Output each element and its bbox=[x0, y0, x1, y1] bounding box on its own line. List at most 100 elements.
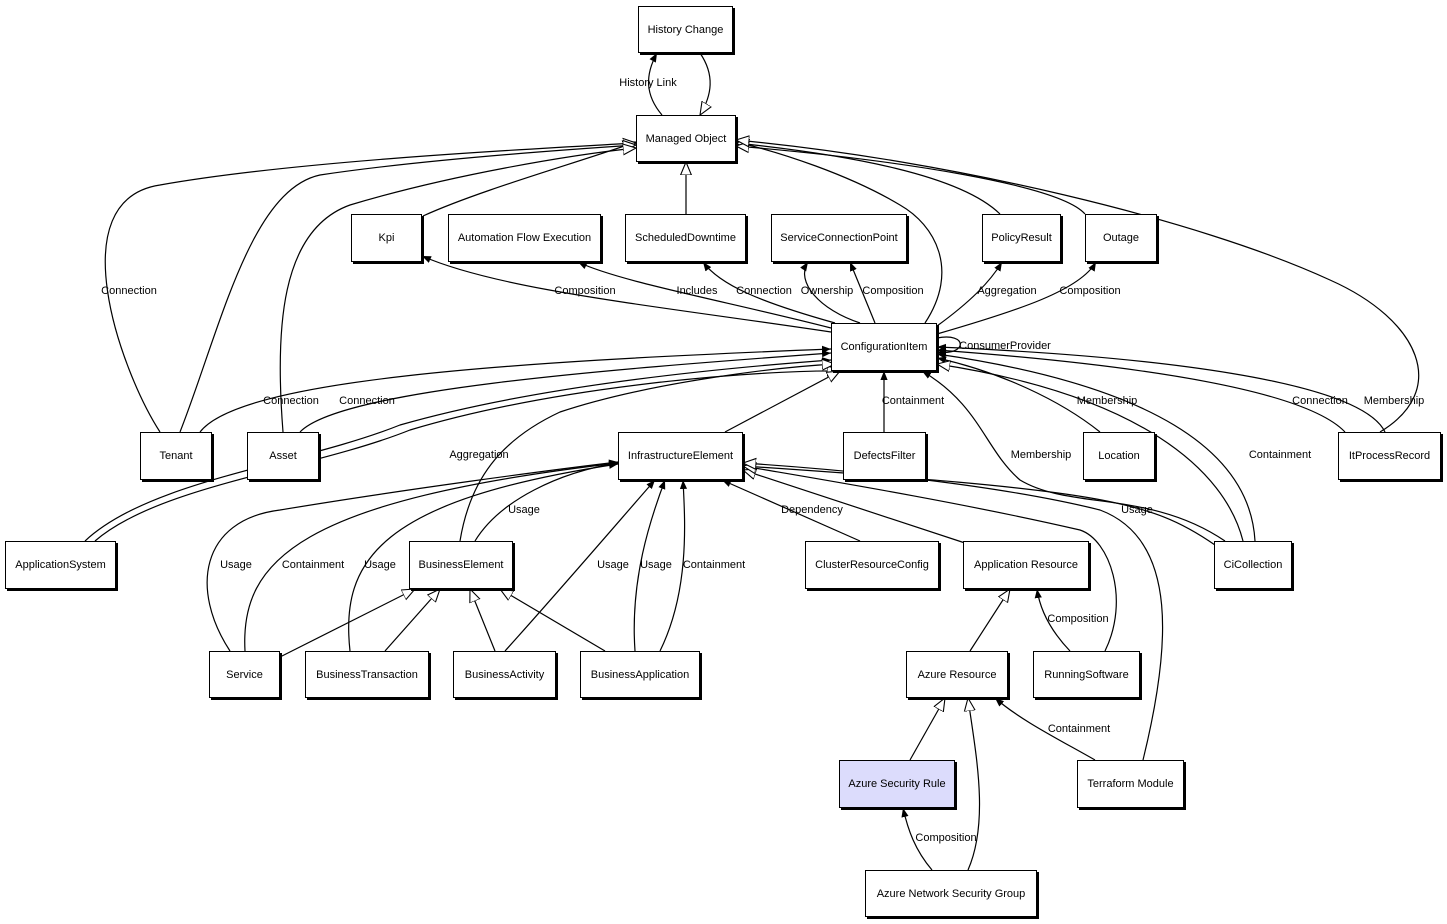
edge-business-transaction-to-infrastructure-element bbox=[348, 461, 619, 652]
node-label: Automation Flow Execution bbox=[457, 232, 592, 244]
edge-configuration-item-to-automation-flow-execution bbox=[577, 261, 832, 329]
edge-infrastructure-element-to-configuration-item bbox=[724, 371, 840, 433]
edge-label: Includes bbox=[676, 285, 718, 297]
edge-azure-network-security-group-to-azure-security-rule bbox=[901, 807, 933, 871]
edge-azure-network-security-group-to-azure-resource bbox=[968, 698, 981, 871]
node-managed-object[interactable]: Managed Object bbox=[636, 115, 736, 162]
edge-label: Usage bbox=[597, 559, 629, 571]
node-label: BusinessApplication bbox=[590, 668, 690, 681]
edge-label: ConsumerProvider bbox=[959, 340, 1051, 352]
edge-label: Connection bbox=[339, 395, 395, 407]
node-label: Application Resource bbox=[974, 559, 1078, 571]
node-label: Azure Security Rule bbox=[848, 778, 946, 790]
node-infrastructure-element[interactable]: InfrastructureElement bbox=[618, 432, 743, 480]
node-location[interactable]: Location bbox=[1083, 432, 1155, 480]
node-label: ClusterResourceConfig bbox=[815, 559, 929, 571]
node-ci-collection[interactable]: CiCollection bbox=[1214, 541, 1292, 589]
node-label: Tenant bbox=[159, 450, 193, 462]
node-label: ConfigurationItem bbox=[840, 341, 928, 353]
edge-label: Membership bbox=[1076, 395, 1138, 407]
node-business-application[interactable]: BusinessApplication bbox=[580, 651, 700, 698]
edge-business-activity-to-infrastructure-element bbox=[504, 479, 656, 652]
edge-label: Usage bbox=[220, 559, 252, 571]
node-automation-flow-execution[interactable]: Automation Flow Execution bbox=[448, 214, 601, 262]
edge-label: Composition bbox=[1047, 613, 1109, 625]
edge-application-resource-to-infrastructure-element bbox=[743, 470, 966, 544]
node-business-activity[interactable]: BusinessActivity bbox=[453, 651, 556, 698]
edge-label: Usage bbox=[1121, 504, 1153, 516]
edge-label: Membership bbox=[1363, 395, 1425, 407]
edge-label: Aggregation bbox=[449, 449, 509, 461]
node-it-process-record[interactable]: ItProcessRecord bbox=[1338, 432, 1441, 480]
edge-business-element-to-configuration-item bbox=[459, 364, 835, 542]
node-policy-result[interactable]: PolicyResult bbox=[982, 214, 1061, 262]
node-outage[interactable]: Outage bbox=[1085, 214, 1157, 262]
node-tenant[interactable]: Tenant bbox=[140, 432, 212, 480]
node-label: Azure Network Security Group bbox=[876, 887, 1026, 900]
node-label: Outage bbox=[1102, 232, 1140, 244]
node-configuration-item[interactable]: ConfigurationItem bbox=[831, 323, 937, 371]
edge-business-application-to-business-element bbox=[500, 589, 606, 652]
node-business-element[interactable]: BusinessElement bbox=[409, 541, 513, 589]
node-label: PolicyResult bbox=[991, 232, 1052, 244]
edge-asset-to-configuration-item bbox=[299, 350, 832, 433]
node-azure-network-security-group[interactable]: Azure Network Security Group bbox=[865, 870, 1037, 917]
edge-azure-resource-to-application-resource bbox=[969, 589, 1010, 652]
edge-it-process-record-to-managed-object bbox=[736, 140, 1420, 433]
edge-cluster-resource-config-to-infrastructure-element bbox=[721, 479, 861, 542]
edge-configuration-item-to-service-connection-point bbox=[849, 261, 876, 324]
edge-ci-collection-to-configuration-item bbox=[936, 351, 1256, 542]
node-azure-security-rule[interactable]: Azure Security Rule bbox=[839, 760, 955, 808]
edge-service-to-infrastructure-element bbox=[206, 459, 619, 652]
node-azure-resource[interactable]: Azure Resource bbox=[906, 651, 1008, 698]
node-label: Service bbox=[226, 668, 263, 681]
edge-outage-to-managed-object bbox=[736, 146, 1086, 215]
node-label: ApplicationSystem bbox=[15, 559, 106, 571]
node-terraform-module[interactable]: Terraform Module bbox=[1077, 760, 1184, 808]
node-running-software[interactable]: RunningSoftware bbox=[1033, 651, 1140, 698]
edge-label: Composition bbox=[862, 285, 924, 297]
node-label: ServiceConnectionPoint bbox=[780, 232, 898, 244]
node-label: Azure Resource bbox=[917, 668, 997, 681]
edge-azure-security-rule-to-azure-resource bbox=[909, 698, 945, 761]
node-cluster-resource-config[interactable]: ClusterResourceConfig bbox=[805, 541, 939, 589]
node-service-connection-point[interactable]: ServiceConnectionPoint bbox=[771, 214, 907, 262]
node-service[interactable]: Service bbox=[209, 651, 280, 698]
edge-application-system-to-configuration-item bbox=[94, 371, 840, 542]
node-application-resource[interactable]: Application Resource bbox=[963, 541, 1089, 589]
edge-tenant-to-managed-object bbox=[104, 143, 636, 433]
node-label: BusinessActivity bbox=[464, 668, 545, 681]
node-application-system[interactable]: ApplicationSystem bbox=[5, 541, 116, 589]
edge-configuration-item-to-kpi bbox=[421, 255, 832, 333]
node-history-change[interactable]: History Change bbox=[638, 6, 733, 53]
edge-label: Connection bbox=[263, 395, 319, 407]
edge-service-to-infrastructure-element bbox=[244, 460, 619, 652]
edge-label: Containment bbox=[1248, 449, 1312, 461]
edge-tenant-to-configuration-item bbox=[199, 345, 832, 433]
edge-service-to-business-element bbox=[279, 589, 415, 658]
edge-ci-collection-to-configuration-item bbox=[921, 370, 1226, 542]
edge-running-software-to-application-resource bbox=[1034, 588, 1071, 652]
node-label: ScheduledDowntime bbox=[635, 232, 736, 244]
node-kpi[interactable]: Kpi bbox=[351, 214, 422, 262]
node-defects-filter[interactable]: DefectsFilter bbox=[843, 432, 926, 480]
node-label: RunningSoftware bbox=[1044, 668, 1129, 681]
edge-label: Connection bbox=[101, 285, 157, 297]
node-asset[interactable]: Asset bbox=[247, 432, 319, 480]
node-business-transaction[interactable]: BusinessTransaction bbox=[305, 651, 429, 698]
edge-label: History Link bbox=[619, 77, 677, 89]
node-scheduled-downtime[interactable]: ScheduledDowntime bbox=[625, 214, 746, 262]
edge-tenant-to-managed-object bbox=[179, 145, 636, 433]
edge-label: Connection bbox=[1292, 395, 1348, 407]
edge-label: Aggregation bbox=[977, 285, 1037, 297]
edge-configuration-item-to-outage bbox=[936, 261, 1097, 335]
edge-label: Usage bbox=[364, 559, 396, 571]
edge-ci-collection-to-configuration-item bbox=[937, 364, 1244, 542]
node-label: ItProcessRecord bbox=[1348, 450, 1431, 462]
edge-label: Composition bbox=[1059, 285, 1121, 297]
edge-label: Membership bbox=[1010, 449, 1072, 461]
edge-label: Composition bbox=[915, 832, 977, 844]
node-label: CiCollection bbox=[1223, 559, 1283, 571]
edge-application-system-to-configuration-item bbox=[84, 357, 832, 542]
